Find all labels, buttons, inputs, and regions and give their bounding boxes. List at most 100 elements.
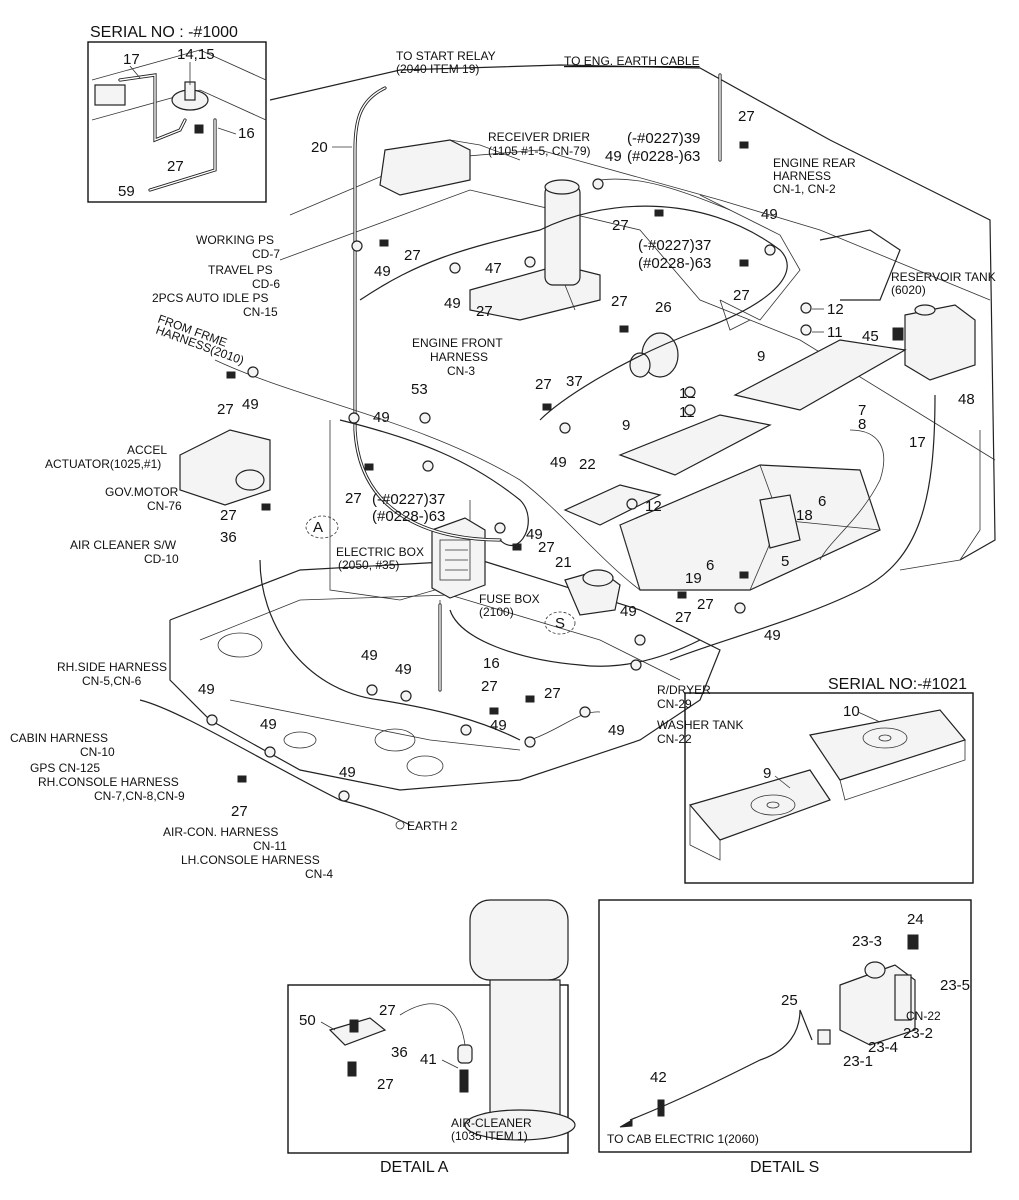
engine-rear-label: ENGINE REAR <box>773 156 856 170</box>
callout-59: 59 <box>118 183 135 200</box>
callout-49f: 49 <box>550 454 567 471</box>
serial-37b: (-#0227)37 <box>372 491 445 508</box>
inset-serial-1000: SERIAL NO : -#1000 17 14,15 16 27 59 <box>87 24 267 203</box>
callout-47: 47 <box>485 260 502 277</box>
callout-49j: 49 <box>764 627 781 644</box>
electric-box-label: ELECTRIC BOX <box>336 545 424 559</box>
rdryer-label: R/DRYER <box>657 683 711 697</box>
callout-49m: 49 <box>490 717 507 734</box>
callout-5: 5 <box>781 553 789 570</box>
callout-27p: 27 <box>231 803 248 820</box>
engine-rear-harness: HARNESS <box>773 169 831 183</box>
cabin-harness: CABIN HARNESS <box>10 731 108 745</box>
callout-19: 19 <box>685 570 702 587</box>
callout-20: 20 <box>311 139 328 156</box>
detail-a-callout-36: 36 <box>391 1044 408 1061</box>
earth-2: EARTH 2 <box>407 819 458 833</box>
washer-tank-cn: CN-22 <box>657 732 692 746</box>
callout-27e: 27 <box>733 287 750 304</box>
callout-49a: 49 <box>605 148 622 165</box>
pads <box>563 339 907 526</box>
callout-27b: 27 <box>404 247 421 264</box>
engine-rear-cn: CN-1, CN-2 <box>773 182 836 196</box>
callout-24: 24 <box>907 911 924 928</box>
inset-1021-title: SERIAL NO:-#1021 <box>828 676 967 693</box>
bolt-markers <box>226 141 749 783</box>
callout-16: 16 <box>483 655 500 672</box>
callout-49l: 49 <box>395 661 412 678</box>
inset-1000-title: SERIAL NO : -#1000 <box>90 24 238 41</box>
callout-25: 25 <box>781 992 798 1009</box>
air-cleaner-sw: AIR CLEANER S/W <box>70 538 177 552</box>
callout-11a: 11 <box>827 324 843 341</box>
detail-a-callout-27a: 27 <box>379 1002 396 1019</box>
callout-27k: 27 <box>220 507 237 524</box>
callout-8: 8 <box>858 416 866 433</box>
travel-ps: TRAVEL PS <box>208 263 273 277</box>
callout-27l: 27 <box>675 609 692 626</box>
callout-9a: 9 <box>757 348 765 365</box>
callout-17: 17 <box>909 434 926 451</box>
callout-49o: 49 <box>198 681 215 698</box>
battery-bank <box>619 464 881 591</box>
electric-box <box>431 517 486 599</box>
callout-22: 22 <box>579 456 596 473</box>
auto-idle-cn: CN-15 <box>243 305 278 319</box>
callout-27-inset: 27 <box>167 158 184 175</box>
washer-tank-small <box>564 569 621 616</box>
callout-14-15: 14,15 <box>177 46 215 63</box>
air-con-harness: AIR-CON. HARNESS <box>163 825 278 839</box>
callout-27m: 27 <box>697 596 714 613</box>
callout-49g: 49 <box>242 396 259 413</box>
callout-7: 7 <box>858 402 866 419</box>
working-ps-cd: CD-7 <box>252 247 280 261</box>
gov-motor-cn: CN-76 <box>147 499 182 513</box>
receiver-drier-ref: (1105 #1-5, CN-79) <box>488 144 591 158</box>
callout-27c: 27 <box>612 217 629 234</box>
callout-27i: 27 <box>217 401 234 418</box>
working-ps: WORKING PS <box>196 233 274 247</box>
air-con-cn: CN-11 <box>253 839 287 853</box>
callout-23-1: 23-1 <box>843 1053 873 1070</box>
main-labels: TO START RELAY (2040 ITEM 19) TO ENG. EA… <box>10 49 996 881</box>
to-start-relay-ref: (2040 ITEM 19) <box>396 62 479 76</box>
detail-s-cn22: CN-22 <box>906 1009 941 1023</box>
rh-console-harness: RH.CONSOLE HARNESS <box>38 775 179 789</box>
callout-18: 18 <box>796 507 813 524</box>
callout-12c: 12 <box>645 498 662 515</box>
serial-63b: (#0228-)63 <box>638 255 711 272</box>
gov-motor: GOV.MOTOR <box>105 485 179 499</box>
detail-a-callout-27b: 27 <box>377 1076 394 1093</box>
detail-a-title: DETAIL A <box>380 1159 449 1176</box>
callout-27j: 27 <box>345 490 362 507</box>
callout-6a: 6 <box>818 493 826 510</box>
washer-tank-label: WASHER TANK <box>657 718 743 732</box>
to-eng-earth: TO ENG. EARTH CABLE <box>564 54 700 68</box>
reservoir-ref: (6020) <box>891 283 926 297</box>
callout-21: 21 <box>555 554 572 571</box>
callout-49n: 49 <box>608 722 625 739</box>
engine-front: ENGINE FRONT <box>412 336 503 350</box>
engine-front-cn: CN-3 <box>447 364 475 378</box>
accel-actuator <box>179 429 271 506</box>
callout-49d: 49 <box>761 206 778 223</box>
callout-numbers: 20 27 49 27 49 27 47 49 27 27 49 27 26 1… <box>198 108 975 820</box>
accel-label: ACCEL <box>127 443 167 457</box>
callout-23-3: 23-3 <box>852 933 882 950</box>
callout-27o: 27 <box>544 685 561 702</box>
callout-27h: 27 <box>535 376 552 393</box>
callout-49k: 49 <box>361 647 378 664</box>
fuse-box-ref: (2100) <box>479 605 514 619</box>
callout-9-inset: 9 <box>763 765 771 782</box>
rh-console-cn: CN-7,CN-8,CN-9 <box>94 789 185 803</box>
rh-side-harness: RH.SIDE HARNESS <box>57 660 167 674</box>
callout-49q: 49 <box>339 764 356 781</box>
callout-53: 53 <box>411 381 428 398</box>
callout-27n: 27 <box>481 678 498 695</box>
callout-17-inset: 17 <box>123 51 140 68</box>
callout-27d: 27 <box>476 303 493 320</box>
travel-ps-cd: CD-6 <box>252 277 280 291</box>
serial-63c: (#0228-)63 <box>372 508 445 525</box>
callout-27a: 27 <box>738 108 755 125</box>
callout-49b: 49 <box>374 263 391 280</box>
